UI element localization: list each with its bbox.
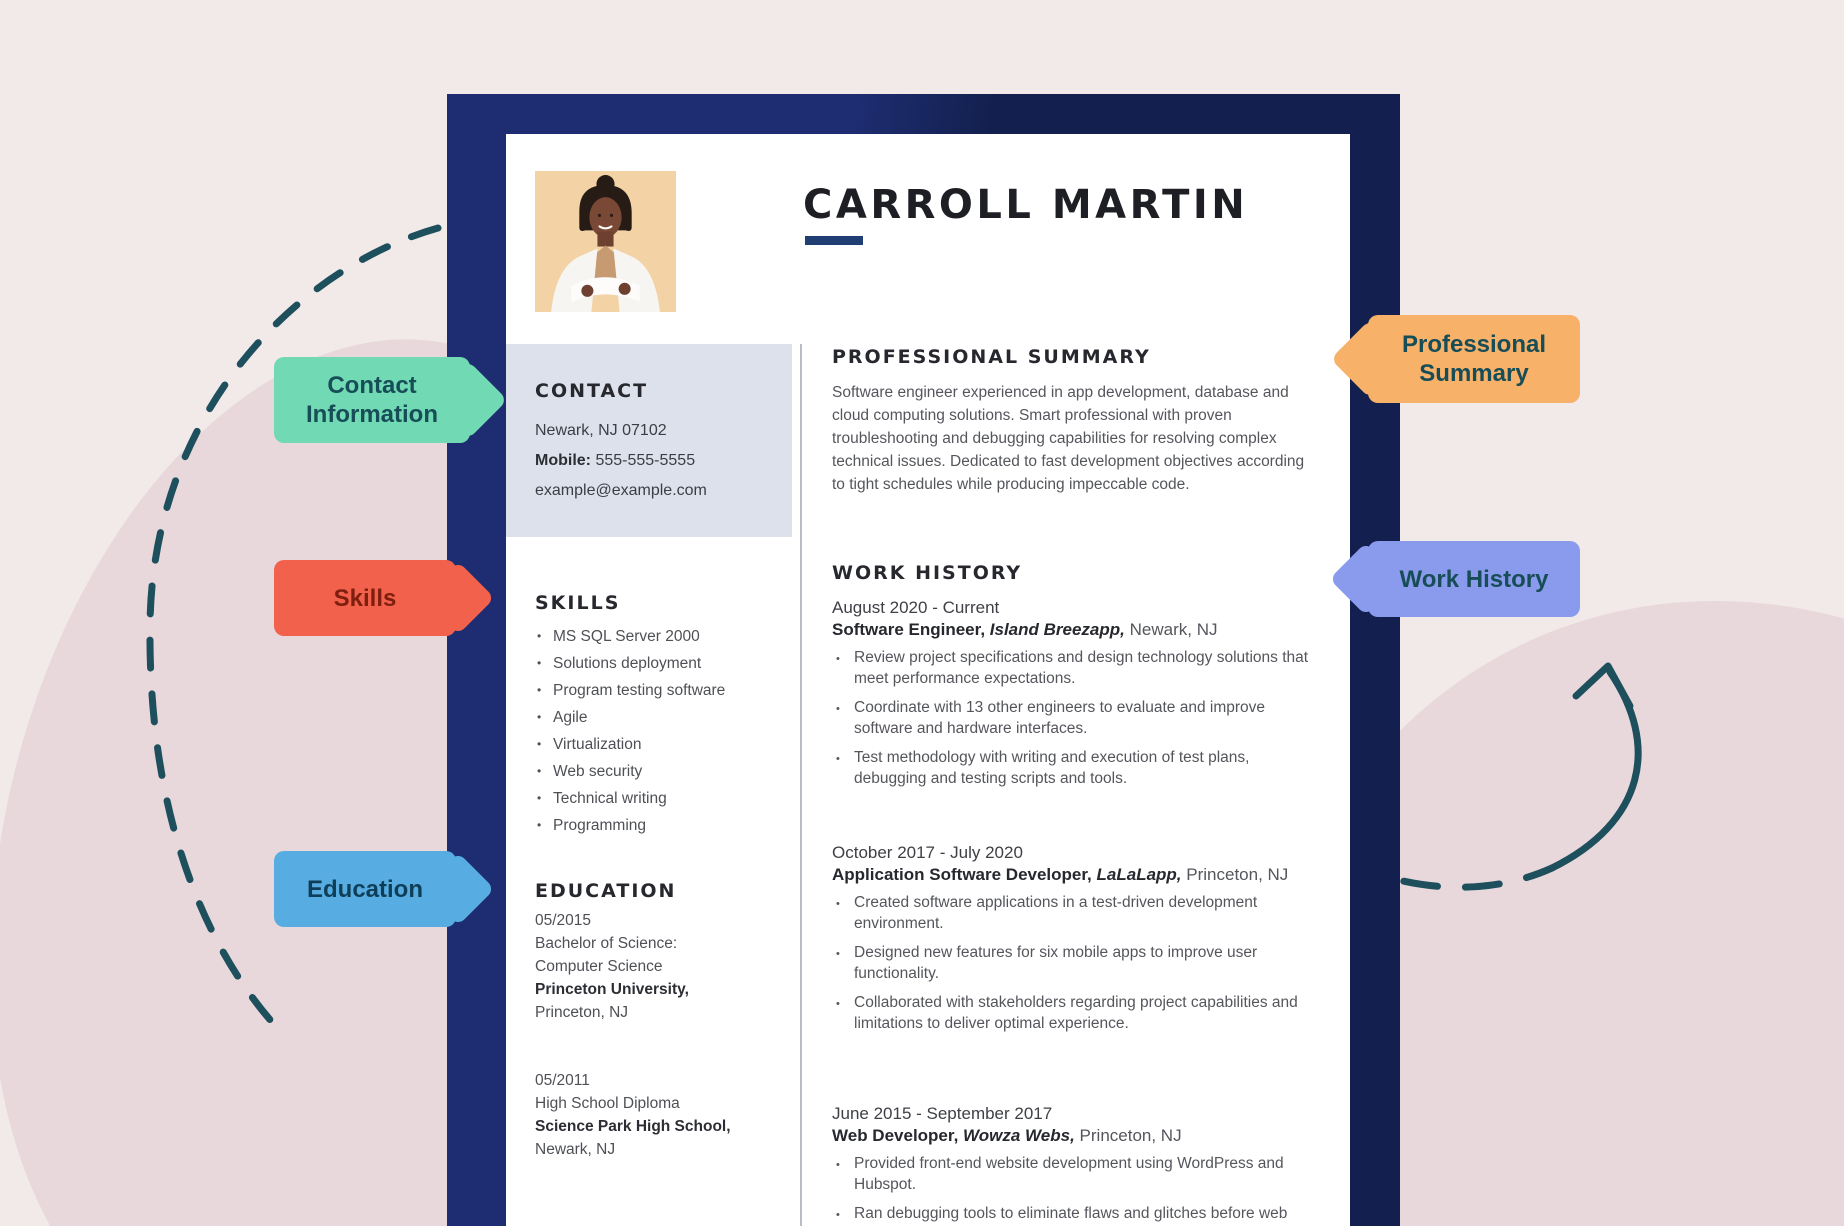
education-degree-line2: Computer Science	[535, 958, 663, 975]
job-company: Island Breezapp,	[989, 620, 1125, 639]
callout-text: Information	[306, 401, 438, 428]
job-company: LaLaLapp,	[1096, 865, 1182, 884]
skill-item: Virtualization	[535, 731, 785, 758]
job-bullet: Test methodology with writing and execut…	[832, 747, 1310, 789]
profile-photo	[535, 171, 676, 312]
callout-professional-summary: Professional Summary	[1368, 315, 1580, 403]
profile-photo-illustration	[535, 171, 676, 312]
work-history-heading: WORK HISTORY	[832, 562, 1023, 584]
job-dates: August 2020 - Current	[832, 598, 1000, 617]
job-entry: August 2020 - Current Software Engineer,…	[832, 597, 1318, 797]
dashed-arc-left	[146, 224, 442, 1026]
job-title: Web Developer,	[832, 1126, 959, 1145]
callout-education: Education	[274, 851, 456, 927]
callout-text: Contact	[327, 372, 417, 399]
education-school: Princeton University,	[535, 981, 689, 998]
right-blob	[1252, 600, 1844, 1226]
callout-text: Skills	[333, 584, 397, 612]
skill-item: Programming	[535, 812, 785, 839]
contact-mobile: Mobile: 555-555-5555	[535, 452, 695, 470]
job-bullet: Ran debugging tools to eliminate flaws a…	[832, 1203, 1310, 1226]
skill-item: Technical writing	[535, 785, 785, 812]
education-school: Science Park High School,	[535, 1118, 731, 1135]
skill-item: Agile	[535, 704, 785, 731]
job-bullets: Review project specifications and design…	[832, 647, 1310, 789]
skills-heading: SKILLS	[535, 592, 621, 614]
education-degree: High School Diploma	[535, 1095, 680, 1112]
callout-skills: Skills	[274, 560, 456, 636]
name-underline	[805, 236, 863, 245]
skill-item: Program testing software	[535, 677, 785, 704]
job-title: Software Engineer,	[832, 620, 986, 639]
education-location: Princeton, NJ	[535, 1004, 629, 1021]
job-bullets: Created software applications in a test-…	[832, 892, 1310, 1034]
skills-list: MS SQL Server 2000 Solutions deployment …	[535, 623, 785, 839]
education-date: 05/2015	[535, 912, 592, 929]
callout-text: Professional	[1401, 331, 1547, 358]
job-location: Princeton, NJ	[1079, 1126, 1182, 1145]
job-bullet: Review project specifications and design…	[832, 647, 1310, 689]
job-title-line: Software Engineer, Island Breezapp, Newa…	[832, 619, 1306, 641]
education-location: Newark, NJ	[535, 1141, 616, 1158]
callout-text: Education	[306, 875, 423, 903]
education-degree: Bachelor of Science:	[535, 935, 678, 952]
job-bullet: Coordinate with 13 other engineers to ev…	[832, 697, 1310, 739]
callout-work-history: Work History	[1368, 541, 1580, 617]
job-bullet: Designed new features for six mobile app…	[832, 942, 1310, 984]
callout-text: Summary	[1419, 360, 1529, 387]
mobile-label: Mobile:	[535, 452, 591, 469]
mobile-number: 555-555-5555	[595, 452, 696, 469]
contact-location: Newark, NJ 07102	[535, 422, 667, 439]
job-company: Wowza Webs,	[963, 1126, 1075, 1145]
job-location: Newark, NJ	[1129, 620, 1218, 639]
callout-text: Work History	[1399, 565, 1549, 593]
job-dates: June 2015 - September 2017	[832, 1104, 1053, 1123]
job-entry: October 2017 - July 2020 Application Sof…	[832, 842, 1318, 1042]
education-entry: 05/2015 Bachelor of Science: Computer Sc…	[535, 909, 795, 1024]
column-divider	[800, 344, 802, 1226]
job-entry: June 2015 - September 2017 Web Developer…	[832, 1103, 1318, 1226]
job-title: Application Software Developer,	[832, 865, 1092, 884]
education-date: 05/2011	[535, 1072, 590, 1089]
summary-text: Software engineer experienced in app dev…	[832, 384, 1305, 493]
callout-contact-information: Contact Information	[274, 357, 470, 443]
resume-name: CARROLL MARTIN	[803, 182, 1249, 228]
job-title-line: Web Developer, Wowza Webs, Princeton, NJ	[832, 1125, 1306, 1147]
job-bullets: Provided front-end website development u…	[832, 1153, 1310, 1226]
contact-email: example@example.com	[535, 482, 707, 499]
summary-heading: PROFESSIONAL SUMMARY	[832, 346, 1151, 368]
education-entry: 05/2011 High School Diploma Science Park…	[535, 1069, 795, 1161]
skill-item: Web security	[535, 758, 785, 785]
skill-item: MS SQL Server 2000	[535, 623, 785, 650]
job-dates: October 2017 - July 2020	[832, 843, 1023, 862]
resume-frame: CARROLL MARTIN CONTACT Newark, NJ 07102 …	[447, 94, 1400, 1226]
skill-item: Solutions deployment	[535, 650, 785, 677]
contact-panel	[506, 344, 792, 537]
contact-heading: CONTACT	[535, 380, 649, 402]
resume-page: CARROLL MARTIN CONTACT Newark, NJ 07102 …	[506, 134, 1350, 1226]
education-heading: EDUCATION	[535, 880, 677, 902]
job-bullet: Created software applications in a test-…	[832, 892, 1310, 934]
job-location: Princeton, NJ	[1186, 865, 1289, 884]
curved-arrow-head	[1572, 662, 1634, 710]
job-title-line: Application Software Developer, LaLaLapp…	[832, 864, 1306, 886]
job-bullet: Collaborated with stakeholders regarding…	[832, 992, 1310, 1034]
job-bullet: Provided front-end website development u…	[832, 1153, 1310, 1195]
